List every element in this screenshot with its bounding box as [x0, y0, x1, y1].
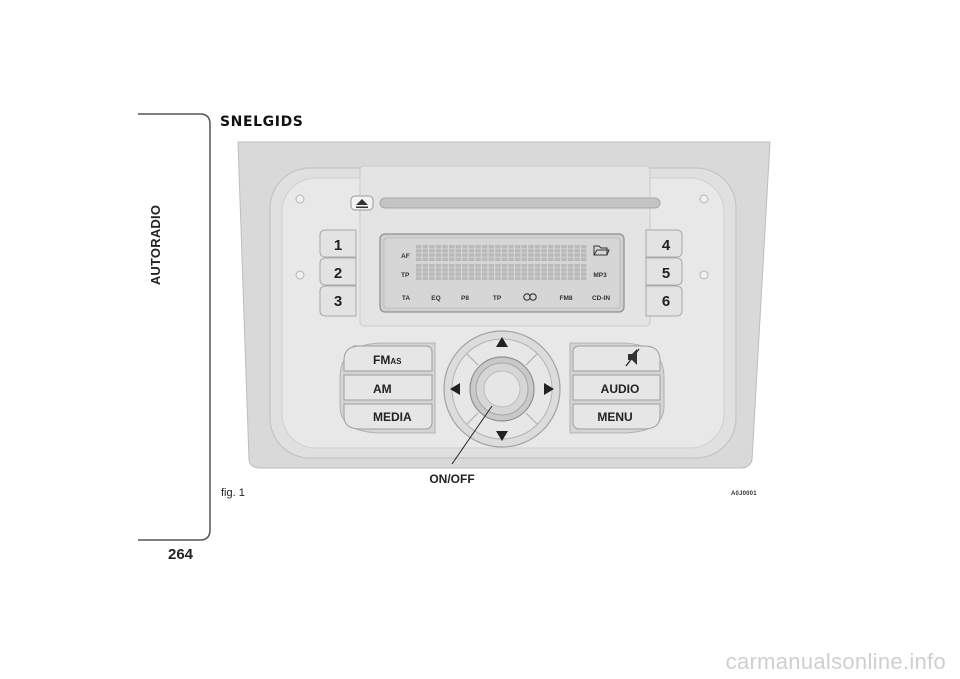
- audio-button[interactable]: AUDIO: [572, 374, 661, 401]
- chapter-label: AUTORADIO: [148, 204, 163, 286]
- display-label-eq: EQ: [431, 295, 440, 302]
- radio-illustration: 1 2 3 4 5 6 AF TP MP3 TA EQ P8 TP: [237, 141, 771, 486]
- folder-icon: [593, 245, 610, 256]
- fm-as-button[interactable]: FMAS: [343, 345, 433, 372]
- menu-button[interactable]: MENU: [572, 403, 661, 430]
- mute-button[interactable]: [572, 345, 661, 372]
- callout-line: [451, 405, 493, 465]
- media-label: MEDIA: [373, 410, 412, 424]
- am-button[interactable]: AM: [343, 374, 433, 401]
- preset-button-3[interactable]: 3: [319, 285, 357, 317]
- on-off-label: ON/OFF: [429, 472, 474, 486]
- preset-label-2: 2: [334, 265, 342, 282]
- preset-button-5[interactable]: 5: [645, 257, 683, 286]
- page-number: 264: [168, 546, 194, 563]
- preset-button-1[interactable]: 1: [319, 229, 357, 258]
- preset-button-2[interactable]: 2: [319, 257, 357, 286]
- figure-code: A0J0001: [731, 491, 757, 497]
- display-label-tp-bottom: TP: [493, 295, 502, 302]
- menu-label: MENU: [597, 410, 632, 424]
- left-button-cluster: FMAS AM MEDIA: [339, 342, 436, 434]
- display-label-ta: TA: [402, 295, 410, 302]
- eject-icon: [356, 199, 368, 208]
- media-button[interactable]: MEDIA: [343, 403, 433, 430]
- down-arrow-icon[interactable]: [496, 431, 508, 441]
- preset-button-6[interactable]: 6: [645, 285, 683, 317]
- display-label-cdin: CD-IN: [592, 295, 610, 302]
- watermark: carmanualsonline.info: [725, 649, 946, 674]
- preset-label-5: 5: [662, 265, 670, 282]
- mute-icon: [625, 348, 640, 367]
- right-arrow-icon[interactable]: [544, 383, 554, 395]
- preset-label-6: 6: [662, 293, 670, 310]
- preset-label-3: 3: [334, 293, 342, 310]
- preset-button-4[interactable]: 4: [645, 229, 683, 258]
- svg-text:FMAS: FMAS: [373, 353, 402, 367]
- fm-label: FM: [373, 353, 390, 367]
- right-button-cluster: AUDIO MENU: [569, 342, 665, 434]
- volume-knob[interactable]: [469, 356, 535, 422]
- margin-rule: [138, 113, 211, 541]
- cd-slot: [379, 197, 661, 209]
- display-label-fm8: FM8: [560, 295, 573, 302]
- loop-icon: [523, 293, 537, 301]
- display-label-tp-left: TP: [401, 272, 410, 279]
- display-label-af: AF: [401, 253, 410, 260]
- display-label-p8: P8: [461, 295, 469, 302]
- audio-label: AUDIO: [601, 382, 640, 396]
- fm-suffix: AS: [390, 357, 402, 366]
- eject-button[interactable]: [350, 195, 374, 211]
- section-title: SNELGIDS: [220, 114, 304, 130]
- display-label-mp3: MP3: [593, 272, 607, 279]
- lcd-display: AF TP MP3 TA EQ P8 TP FM8 CD-IN: [379, 233, 625, 313]
- am-label: AM: [373, 382, 392, 396]
- figure-caption: fig. 1: [221, 487, 245, 499]
- left-arrow-icon[interactable]: [450, 383, 460, 395]
- preset-label-4: 4: [662, 237, 671, 254]
- preset-label-1: 1: [334, 237, 342, 254]
- dot-matrix: [416, 245, 587, 280]
- up-arrow-icon[interactable]: [496, 337, 508, 347]
